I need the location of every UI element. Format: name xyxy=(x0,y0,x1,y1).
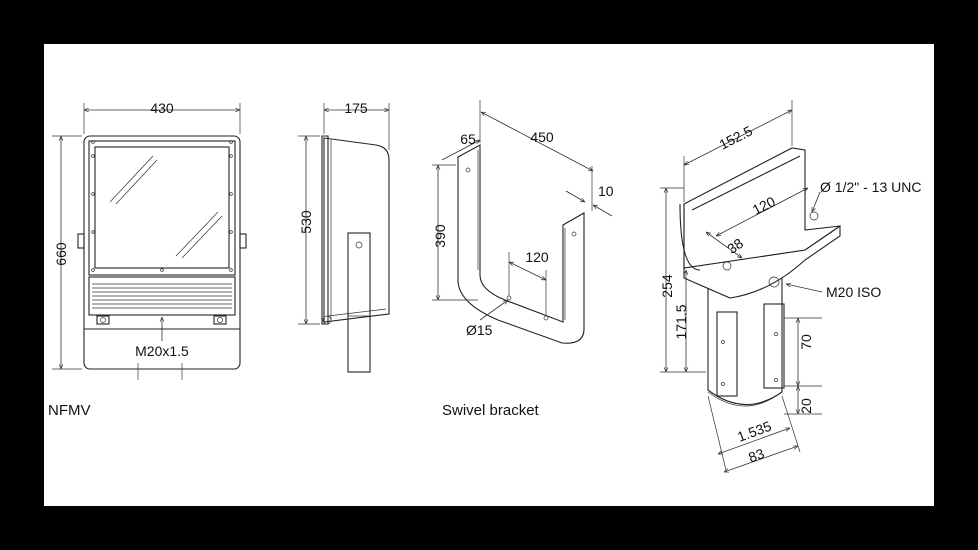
frame-screws xyxy=(91,140,233,272)
dim-iso-band: 70 xyxy=(798,334,814,350)
dim-bracket-thickness: 10 xyxy=(598,183,614,199)
caption-swivel-bracket: Swivel bracket xyxy=(442,402,540,419)
front-view: 430 660 M20x1.5 NFMV xyxy=(48,100,247,419)
dim-bracket-holes: 120 xyxy=(525,249,549,265)
dim-side-height: 530 xyxy=(298,210,314,234)
dim-bracket-height: 390 xyxy=(432,224,448,248)
dim-iso-height-total: 254 xyxy=(659,274,675,298)
iso-thread-callout: Ø 1/2" - 13 UNC xyxy=(820,179,921,195)
dim-iso-height-body: 171.5 xyxy=(673,304,689,339)
side-view: 175 530 xyxy=(298,100,390,373)
dim-bracket-width: 450 xyxy=(530,129,554,145)
front-thread-label: M20x1.5 xyxy=(135,343,189,359)
luminaire-housing xyxy=(83,135,241,370)
dim-front-height: 660 xyxy=(53,242,69,266)
iso-conduit-label: M20 ISO xyxy=(826,284,881,300)
dim-front-width: 430 xyxy=(150,100,174,116)
technical-drawing: 430 660 M20x1.5 NFMV 175 530 xyxy=(48,100,921,506)
iso-bracket: 152.5 120 38 Ø 1/2" - 13 UNC M20 ISO 254… xyxy=(659,100,921,472)
dim-iso-bottom-width: 83 xyxy=(746,445,766,465)
dim-iso-base: 20 xyxy=(798,398,814,414)
louvre-grille xyxy=(88,276,236,316)
caption-nfmv: NFMV xyxy=(48,402,91,419)
dim-bracket-flange: 65 xyxy=(460,131,476,147)
swivel-bracket: 450 65 10 390 120 Ø15 Swivel bracket xyxy=(432,100,614,419)
drawing-sheet: 430 660 M20x1.5 NFMV 175 530 xyxy=(44,44,934,506)
mount-arm xyxy=(347,232,371,373)
dim-side-depth: 175 xyxy=(344,100,368,116)
glass-frame xyxy=(88,140,236,276)
dim-iso-top-width: 152.5 xyxy=(716,122,755,152)
dim-bracket-hole-dia: Ø15 xyxy=(466,322,493,338)
glass-panel xyxy=(94,146,230,269)
